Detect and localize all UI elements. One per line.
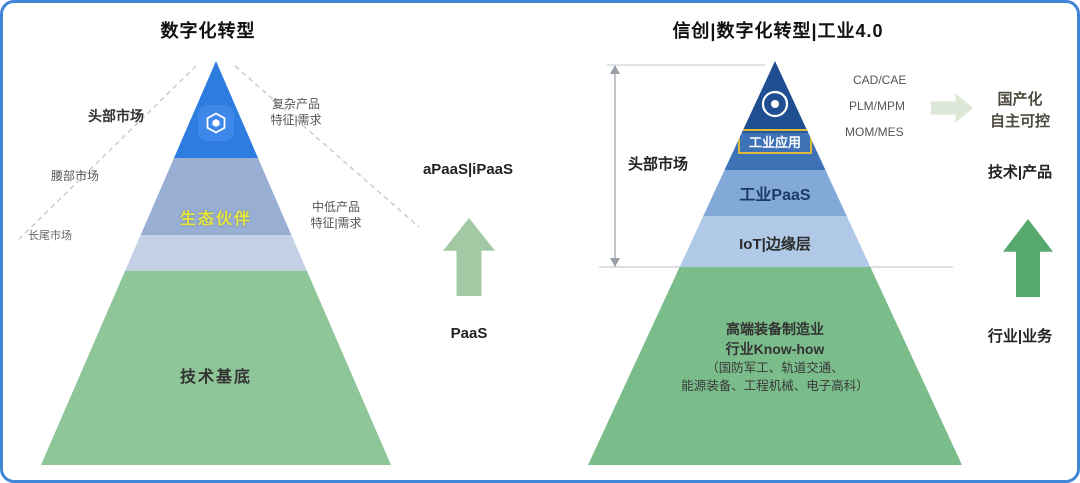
base-industry-text: 高端装备制造业 行业Know-how （国防军工、轨道交通、 能源装备、工程机械…: [588, 319, 962, 395]
hexagon-logo-icon: [198, 105, 234, 141]
base-industry-line3: （国防军工、轨道交通、: [706, 361, 844, 375]
market-label-head: 头部市场: [88, 108, 144, 124]
tech-label-cad: CAD/CAE: [853, 73, 907, 87]
industry-business-label: 行业|业务: [987, 328, 1053, 345]
industrial-app-badge: 工业应用: [737, 129, 812, 154]
right-up-arrow-icon: [1003, 219, 1053, 297]
left-pyramid: 生态伙伴 技术基底: [41, 61, 391, 465]
left-up-arrow-icon: [443, 218, 495, 296]
industrial-app-label: 工业应用: [588, 129, 962, 154]
localization-headline: 国产化 自主可控: [978, 89, 1062, 133]
right-pyramid: 工业应用 工业PaaS IoT|边缘层 高端装备制造业 行业Know-how （…: [588, 61, 962, 465]
left-title: 数字化转型: [160, 21, 256, 41]
demand-label-midlow-line2: 特征|需求: [310, 216, 362, 230]
demand-label-complex-line1: 复杂产品: [271, 97, 320, 111]
partner-layer-label: 生态伙伴: [179, 211, 252, 228]
aperture-icon: [760, 89, 790, 119]
right-market-label: 头部市场: [628, 156, 689, 173]
tech-product-label: 技术|产品: [987, 164, 1053, 181]
demand-label-midlow-line1: 中低产品: [311, 200, 360, 214]
industrial-paas-label: 工业PaaS: [739, 187, 811, 204]
base-industry-line1: 高端装备制造业: [726, 321, 824, 337]
demand-label-complex-line2: 特征|需求: [270, 113, 322, 127]
left-layer-light: [41, 234, 391, 272]
market-label-longtail: 长尾市场: [28, 230, 72, 242]
demand-label-midlow: 中低产品 特征|需求: [301, 199, 371, 231]
localization-line2: 自主可控: [989, 113, 1050, 130]
iot-edge-label: IoT|边缘层: [739, 236, 811, 253]
base-industry-line2: 行业Know-how: [725, 341, 825, 357]
demand-label-complex: 复杂产品 特征|需求: [261, 96, 331, 128]
tech-label-plm: PLM/MPM: [849, 99, 906, 113]
localization-line1: 国产化: [997, 91, 1043, 108]
base-industry-line4: 能源装备、工程机械、电子高科）: [681, 379, 869, 393]
tech-label-mom: MOM/MES: [845, 125, 904, 139]
market-label-waist: 腰部市场: [51, 169, 100, 183]
apaas-ipaas-label: aPaaS|iPaaS: [422, 161, 514, 178]
base-layer-label: 技术基底: [179, 369, 252, 386]
right-title: 信创|数字化转型|工业4.0: [672, 21, 884, 41]
paas-label: PaaS: [450, 325, 488, 342]
